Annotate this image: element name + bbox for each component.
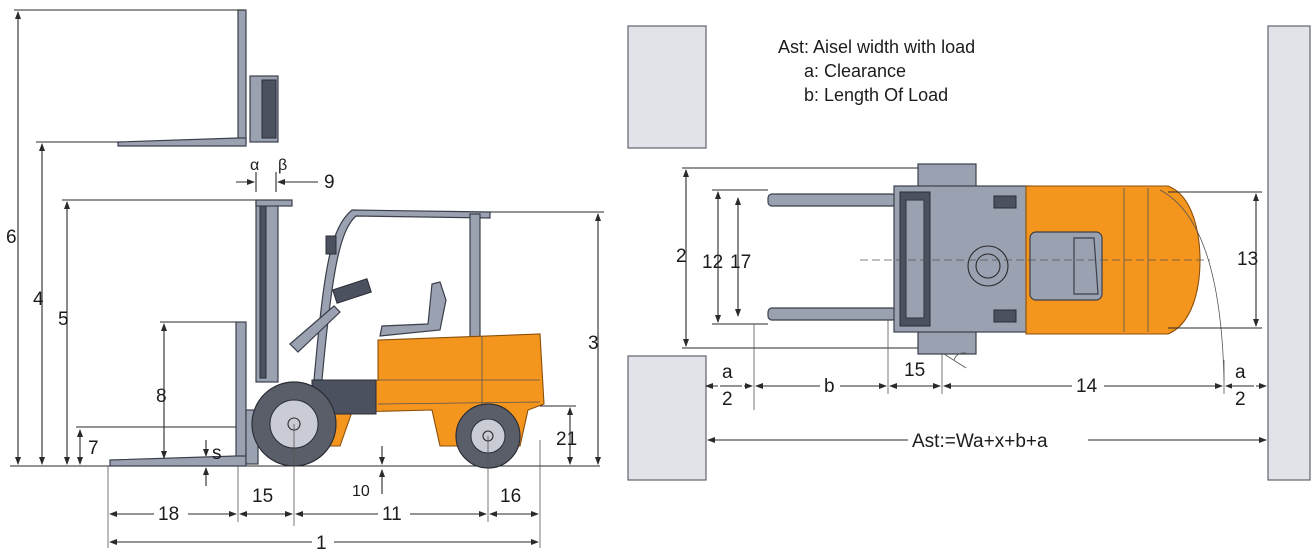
dim-ast-formula: Ast:=Wa+x+b+a [912,431,1048,452]
tilt-alpha: α [250,157,259,174]
dim-a-right-num: a [1235,362,1246,383]
dim-s: s [212,443,222,464]
overhead-guard [289,209,491,381]
dim-15-side: 15 [252,486,273,507]
dim-12: 12 [702,252,723,273]
dim-21: 21 [556,429,577,450]
side-view: 6 4 5 8 7 s 3 21 10 [6,9,604,552]
top-view: Ast: Aisel width with load a: Clearance … [627,25,1311,481]
dim-6: 6 [6,227,17,248]
dim-a-right-den: 2 [1235,389,1246,410]
dim-b: b [824,376,835,397]
rack-top-left [627,25,707,149]
dim-3: 3 [588,333,599,354]
dim-11: 11 [382,504,402,525]
raised-fork [117,9,279,147]
dim-a-left-den: 2 [722,389,733,410]
rack-right [1267,25,1311,481]
dim-13: 13 [1237,249,1258,270]
dim-14: 14 [1076,376,1098,397]
dim-8: 8 [156,386,167,407]
tilt-beta: β [278,157,287,174]
legend-a: a: Clearance [804,61,906,81]
top-forks [767,193,897,321]
seat [379,281,447,337]
dim-1: 1 [316,533,327,552]
dim-4: 4 [33,289,44,310]
legend-ast: Ast: Aisel width with load [778,37,975,57]
dim-5: 5 [58,309,69,330]
lowered-fork [109,321,259,467]
dim-2: 2 [676,246,687,267]
dim-18: 18 [158,504,179,525]
legend-b: b: Length Of Load [804,85,948,105]
dim-16: 16 [500,486,521,507]
dim-10: 10 [352,483,370,500]
dim-a-left-num: a [722,362,733,383]
dim-17: 17 [730,252,751,273]
dim-7: 7 [88,438,99,459]
dim-15-top: 15 [904,360,925,381]
dim-9: 9 [324,172,335,193]
mast [255,199,293,383]
rack-bottom-left [627,355,707,481]
top-chassis [893,163,1031,355]
